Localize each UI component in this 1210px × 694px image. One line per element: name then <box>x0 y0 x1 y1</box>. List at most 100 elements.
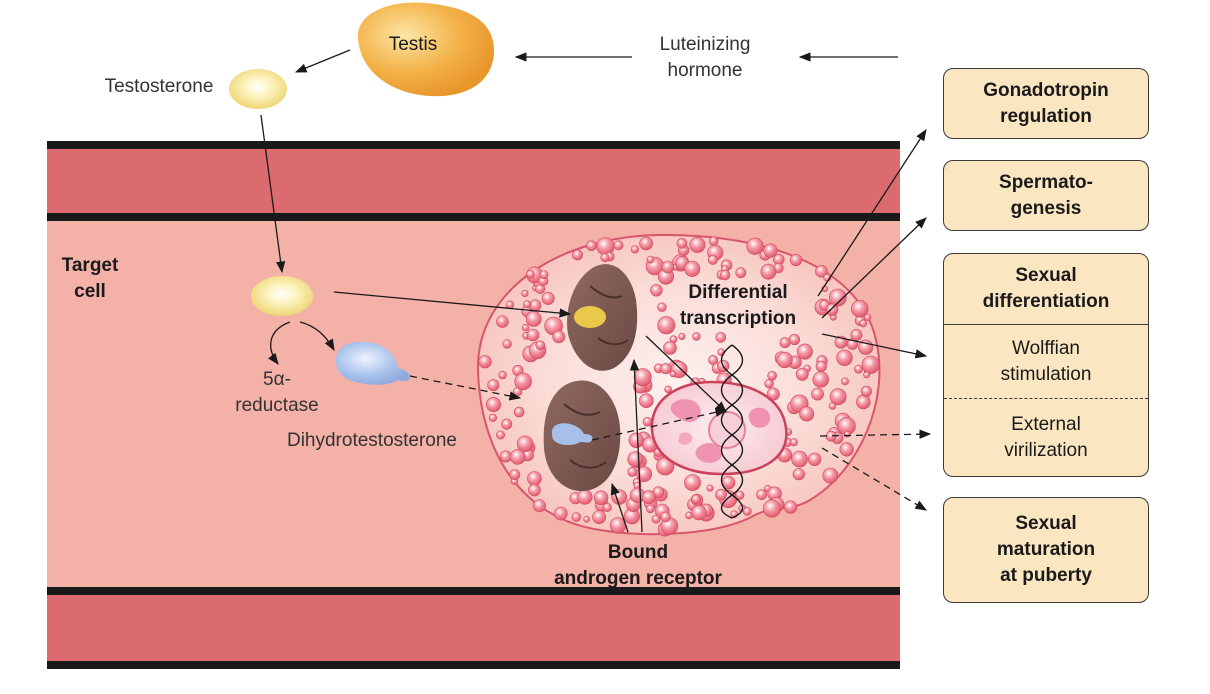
granule <box>502 339 512 349</box>
sexual-maturation-box: Sexual maturation at puberty <box>943 497 1149 603</box>
granule <box>495 430 505 440</box>
arrow-testosterone-to-receptor <box>333 291 572 318</box>
granule <box>815 360 827 372</box>
granule <box>532 499 546 513</box>
granule <box>843 430 851 438</box>
granule <box>541 291 555 305</box>
granule <box>756 489 767 500</box>
granule <box>501 418 513 430</box>
testosterone-label: Testosterone <box>105 76 214 97</box>
granule <box>706 484 714 492</box>
arrow-to-wolffian <box>821 333 928 359</box>
vessel-border-mid <box>47 213 900 221</box>
granule <box>485 397 501 413</box>
granule <box>552 330 566 344</box>
granule <box>825 303 839 316</box>
granule <box>535 340 546 351</box>
granule <box>553 506 568 521</box>
granule <box>854 364 863 374</box>
granule <box>799 406 815 422</box>
granule <box>792 468 805 481</box>
granule <box>776 351 793 369</box>
granule <box>663 341 677 355</box>
spermatogenesis-label: Spermato- genesis <box>999 171 1093 219</box>
granule <box>657 316 676 335</box>
granule <box>525 310 542 327</box>
granule <box>828 288 847 307</box>
granule <box>478 355 492 369</box>
granule <box>488 413 498 422</box>
granule <box>521 289 529 298</box>
granule <box>691 494 701 505</box>
granule <box>856 394 871 410</box>
granule <box>746 237 764 255</box>
granule <box>641 490 656 505</box>
granule <box>572 249 583 261</box>
arrow-bound-to-upper-receptor <box>629 358 643 533</box>
receptor-upper-fold <box>589 285 629 346</box>
granule <box>760 263 777 280</box>
granule <box>660 511 671 523</box>
granule <box>691 504 707 521</box>
granule <box>593 490 609 506</box>
testosterone-bound <box>574 306 606 328</box>
arrow-bound-to-lower-receptor <box>610 482 629 533</box>
granule <box>779 337 791 349</box>
reductase-label: 5α-reductase <box>235 369 318 416</box>
granule <box>657 302 667 312</box>
granule <box>521 323 530 332</box>
granule <box>577 489 593 505</box>
granule <box>735 490 745 500</box>
granule <box>627 466 638 477</box>
granule <box>836 349 853 366</box>
chromatin-blob-3 <box>748 407 771 428</box>
granule <box>633 368 652 387</box>
granule <box>527 471 542 486</box>
dna-strand-2 <box>720 344 744 519</box>
arrow-testosterone-to-cell <box>260 114 286 274</box>
granule <box>642 416 653 427</box>
granule <box>863 371 870 379</box>
vessel-band-top <box>47 149 900 213</box>
granule <box>708 354 719 365</box>
granule <box>639 236 653 251</box>
receptor-lower-fold <box>563 403 607 469</box>
granule <box>613 240 624 251</box>
granule <box>628 432 644 448</box>
granule <box>742 506 752 516</box>
vessel-border-lower <box>47 587 900 595</box>
granule <box>795 367 809 381</box>
granule <box>514 372 532 391</box>
granule <box>661 260 675 274</box>
granule <box>646 504 655 514</box>
dht-label: Dihydrotestosterone <box>287 430 457 451</box>
granule <box>571 512 581 522</box>
granule <box>707 254 718 265</box>
granule <box>669 370 677 378</box>
granule <box>812 371 829 388</box>
granule <box>638 393 654 409</box>
wolffian-label: Wolffian stimulation <box>1000 337 1092 385</box>
granule <box>715 332 727 343</box>
granule <box>815 264 828 278</box>
granule <box>523 300 532 309</box>
granule <box>664 385 672 394</box>
granule <box>811 387 824 401</box>
chromatin-blob-2 <box>695 443 722 463</box>
granule <box>646 255 655 264</box>
granule <box>767 370 777 381</box>
arrow-dht-to-receptor <box>409 375 522 401</box>
arrow-to-external <box>819 429 932 439</box>
granule <box>684 474 701 492</box>
dht-bound <box>552 423 593 445</box>
wolffian-section: Wolffian stimulation <box>944 325 1148 400</box>
granule <box>788 334 801 346</box>
testosterone-molecule-cell <box>251 276 313 316</box>
granule <box>860 385 872 397</box>
chromatin-blob-1 <box>670 399 701 423</box>
sexual-differentiation-label: Sexual differentiation <box>982 264 1110 312</box>
granule <box>496 315 509 328</box>
external-virilization-label: External virilization <box>1004 413 1088 461</box>
